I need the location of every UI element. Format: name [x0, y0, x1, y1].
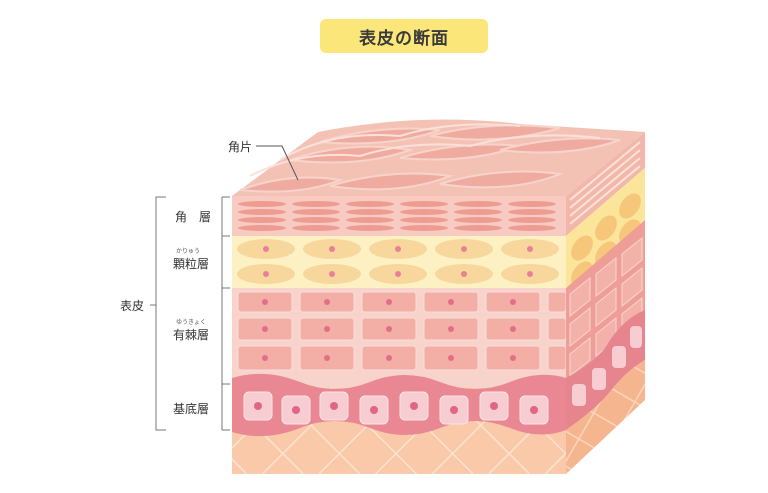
page-title: 表皮の断面: [320, 19, 488, 53]
label-corneum: 角 層: [175, 210, 212, 224]
ruby-spinosum: ゆうきょく: [176, 319, 207, 326]
label-spinosum: 有棘層: [173, 328, 210, 342]
basale-nuclei: [254, 402, 538, 414]
layer-corneum: [232, 196, 566, 236]
side-dermis: [566, 360, 645, 474]
corneum-cells: [238, 201, 556, 231]
label-granulosum: 顆粒層: [173, 257, 210, 271]
label-corneum-pointer: 角片: [228, 140, 253, 154]
ruby-granulosum: かりゅう: [176, 248, 201, 255]
layer-basale: [232, 373, 566, 437]
corneum-pointer-line: [256, 145, 299, 181]
spinosum-nuclei: [262, 299, 516, 361]
side-corneum-lines: [569, 141, 641, 225]
top-ridges: [249, 123, 601, 177]
label-epidermis: 表皮: [120, 299, 145, 313]
label-basale: 基底層: [173, 402, 210, 416]
granulosum-nuclei: [263, 246, 533, 277]
side-basale-cells: [572, 326, 642, 406]
spinosum-cells: [237, 291, 567, 371]
epidermis-bracket: [150, 196, 230, 431]
